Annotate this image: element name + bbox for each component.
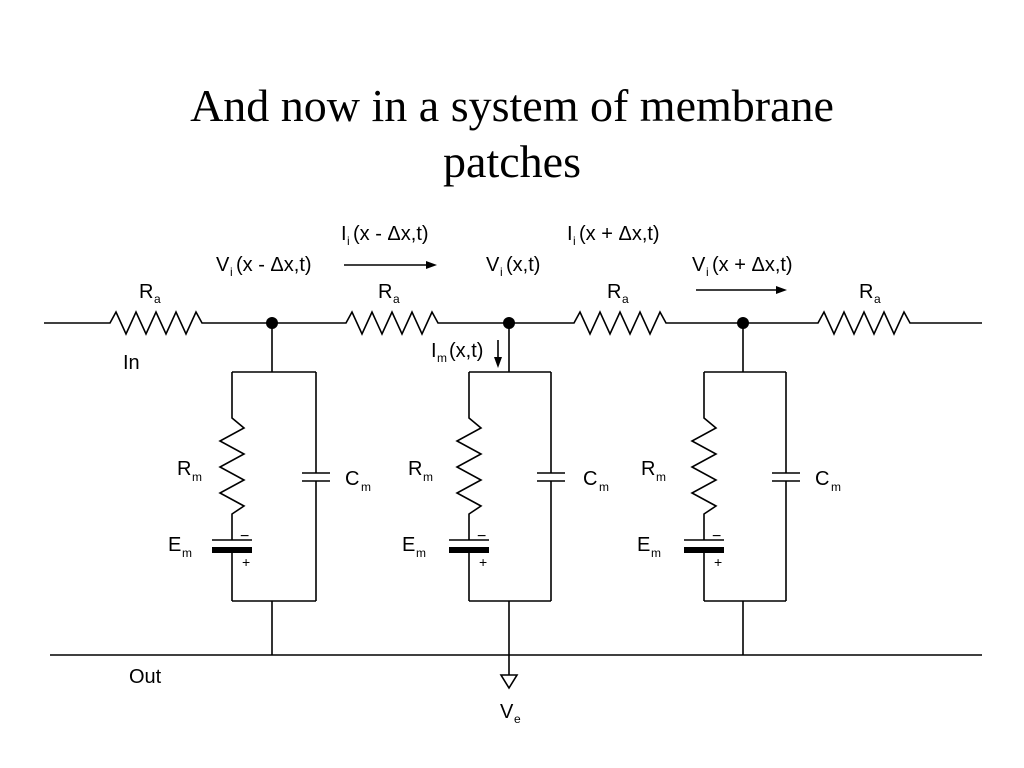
- svg-text:R: R: [139, 281, 153, 303]
- membrane-current-arrow: [494, 340, 502, 368]
- ve-label: V e: [500, 701, 521, 726]
- svg-text:E: E: [402, 534, 415, 556]
- battery-plus-3: +: [714, 554, 722, 570]
- axial-resistor-label-4: R a: [859, 281, 881, 306]
- svg-text:m: m: [599, 480, 609, 494]
- ground-triangle-ve: [499, 674, 519, 690]
- svg-text:I: I: [341, 223, 347, 245]
- membrane-resistor-3: [690, 372, 718, 540]
- cm-label-2: C m: [583, 468, 609, 494]
- axial-resistor-label-1: R a: [139, 281, 161, 306]
- svg-text:(x,t): (x,t): [449, 340, 483, 362]
- svg-text:m: m: [656, 470, 666, 484]
- in-label: In: [123, 352, 140, 374]
- rm-label-3: R m: [641, 458, 666, 484]
- axial-resistor-label-3: R a: [607, 281, 629, 306]
- em-label-1: E m: [168, 534, 192, 560]
- svg-text:a: a: [874, 292, 881, 306]
- svg-text:a: a: [154, 292, 161, 306]
- vi-right-label: V i (x + Δx,t): [692, 254, 793, 279]
- em-label-2: E m: [402, 534, 426, 560]
- svg-text:i: i: [347, 234, 350, 248]
- vi-mid-label: V i (x,t): [486, 254, 540, 279]
- membrane-patch-1: [212, 323, 330, 655]
- svg-text:i: i: [230, 265, 233, 279]
- rm-label-2: R m: [408, 458, 433, 484]
- svg-text:m: m: [831, 480, 841, 494]
- svg-text:m: m: [361, 480, 371, 494]
- ii-left-label: I i (x - Δx,t): [341, 223, 429, 248]
- svg-text:m: m: [437, 351, 447, 365]
- svg-text:(x - Δx,t): (x - Δx,t): [236, 254, 312, 276]
- ii-right-label: I i (x + Δx,t): [567, 223, 660, 248]
- slide-title: And now in a system of membrane patches: [0, 78, 1024, 190]
- svg-text:a: a: [393, 292, 400, 306]
- rm-label-1: R m: [177, 458, 202, 484]
- membrane-patch-3: [684, 323, 800, 655]
- svg-text:V: V: [216, 254, 230, 276]
- svg-text:m: m: [416, 546, 426, 560]
- svg-text:i: i: [706, 265, 709, 279]
- membrane-resistor-1: [218, 372, 246, 540]
- svg-text:V: V: [500, 701, 514, 723]
- out-label: Out: [129, 666, 162, 688]
- membrane-patch-2: [449, 323, 565, 690]
- svg-text:R: R: [607, 281, 621, 303]
- im-label: I m (x,t): [431, 340, 483, 365]
- svg-text:E: E: [637, 534, 650, 556]
- slide-title-line-2: patches: [443, 136, 581, 187]
- svg-text:i: i: [573, 234, 576, 248]
- svg-text:m: m: [423, 470, 433, 484]
- battery-minus-3: −: [712, 528, 721, 545]
- svg-text:m: m: [182, 546, 192, 560]
- svg-text:R: R: [641, 458, 655, 480]
- svg-text:E: E: [168, 534, 181, 556]
- membrane-resistor-2: [455, 372, 483, 540]
- svg-text:(x - Δx,t): (x - Δx,t): [353, 223, 429, 245]
- svg-text:C: C: [815, 468, 829, 490]
- svg-text:(x,t): (x,t): [506, 254, 540, 276]
- svg-text:(x + Δx,t): (x + Δx,t): [712, 254, 793, 276]
- battery-minus-1: −: [240, 528, 249, 545]
- slide-title-line-1: And now in a system of membrane: [190, 80, 834, 131]
- svg-text:V: V: [692, 254, 706, 276]
- svg-text:C: C: [583, 468, 597, 490]
- svg-text:m: m: [651, 546, 661, 560]
- battery-plus-2: +: [479, 554, 487, 570]
- vi-left-label: V i (x - Δx,t): [216, 254, 312, 279]
- svg-text:V: V: [486, 254, 500, 276]
- svg-text:I: I: [431, 340, 437, 362]
- current-arrow-left: [344, 261, 437, 269]
- svg-text:i: i: [500, 265, 503, 279]
- svg-text:e: e: [514, 712, 521, 726]
- svg-text:(x + Δx,t): (x + Δx,t): [579, 223, 660, 245]
- current-arrow-right: [696, 286, 787, 294]
- svg-text:R: R: [378, 281, 392, 303]
- axial-resistor-label-2: R a: [378, 281, 400, 306]
- svg-text:R: R: [177, 458, 191, 480]
- em-label-3: E m: [637, 534, 661, 560]
- svg-text:C: C: [345, 468, 359, 490]
- svg-text:a: a: [622, 292, 629, 306]
- cm-label-1: C m: [345, 468, 371, 494]
- svg-text:R: R: [859, 281, 873, 303]
- svg-text:R: R: [408, 458, 422, 480]
- svg-text:m: m: [192, 470, 202, 484]
- battery-plus-1: +: [242, 554, 250, 570]
- svg-text:I: I: [567, 223, 573, 245]
- battery-minus-2: −: [477, 528, 486, 545]
- cm-label-3: C m: [815, 468, 841, 494]
